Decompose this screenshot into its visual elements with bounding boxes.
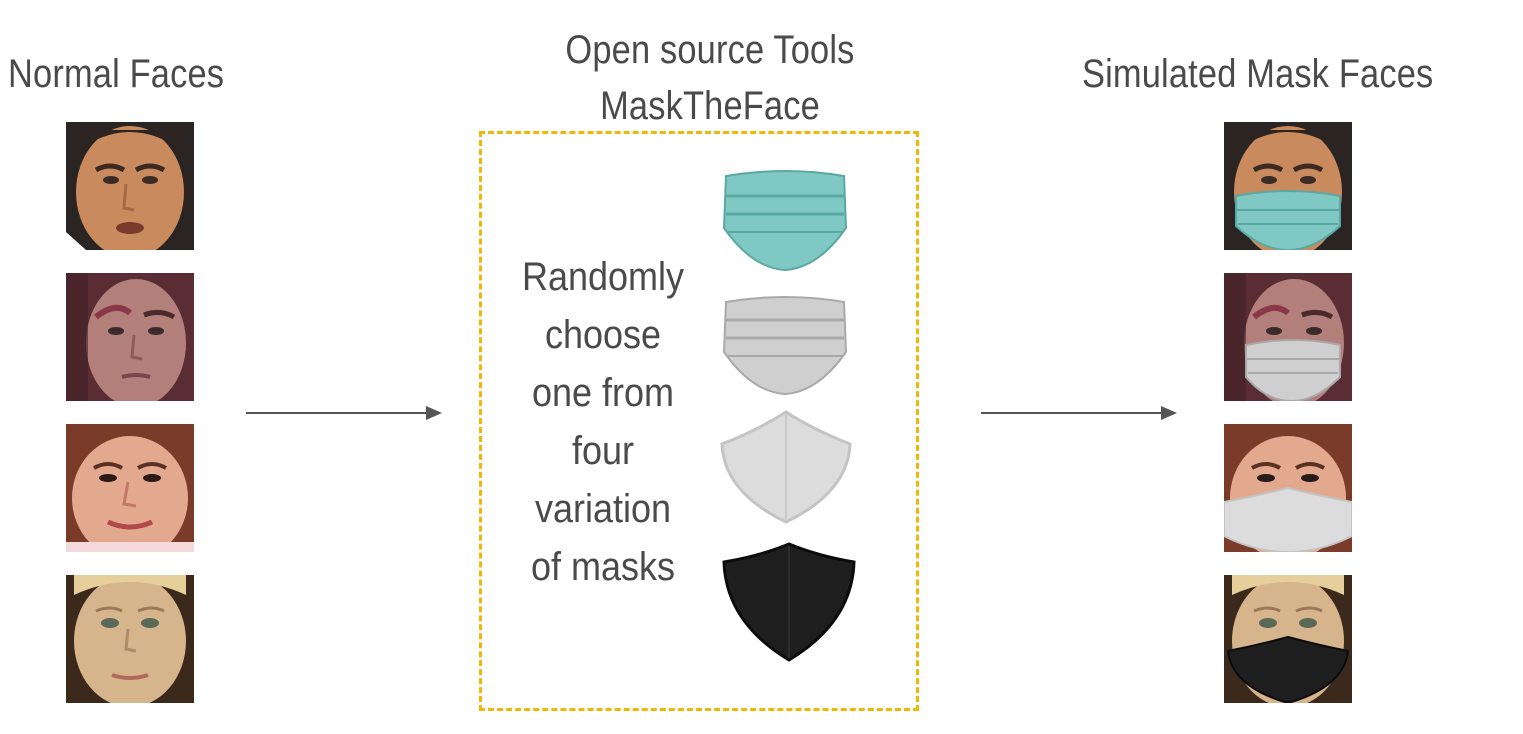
masked-face-4 [1224, 575, 1352, 703]
random-choice-line: one from [531, 371, 675, 415]
masked-face-1 [1224, 122, 1352, 250]
random-choice-line: of masks [530, 545, 676, 589]
tool-heading-line1: Open source Tools [565, 28, 855, 72]
normal-face-4 [66, 575, 194, 703]
mask-tool-box [479, 131, 919, 711]
surgical-mask-teal [722, 170, 848, 272]
simulated-mask-faces-heading: Simulated Mask Faces [1082, 52, 1434, 96]
normal-faces-heading: Normal Faces [8, 52, 225, 96]
random-choice-line: Randomly [521, 255, 685, 299]
normal-face-1 [66, 122, 194, 250]
random-choice-text: Randomly choose one from four variation … [509, 248, 698, 596]
arrow-to-results [981, 406, 1177, 420]
random-choice-line: choose [544, 313, 662, 357]
random-choice-line: variation [534, 487, 672, 531]
tool-heading: Open source Tools MaskTheFace [504, 22, 917, 134]
masked-face-2 [1224, 273, 1352, 401]
cloth-mask-black [722, 542, 856, 662]
arrow-to-tool [246, 406, 442, 420]
normal-face-2 [66, 273, 194, 401]
normal-face-3 [66, 424, 194, 552]
masked-face-3 [1224, 424, 1352, 552]
random-choice-line: four [571, 429, 635, 473]
surgical-mask-gray [722, 296, 848, 396]
cloth-mask-white [720, 410, 852, 524]
tool-heading-line2: MaskTheFace [600, 84, 820, 128]
